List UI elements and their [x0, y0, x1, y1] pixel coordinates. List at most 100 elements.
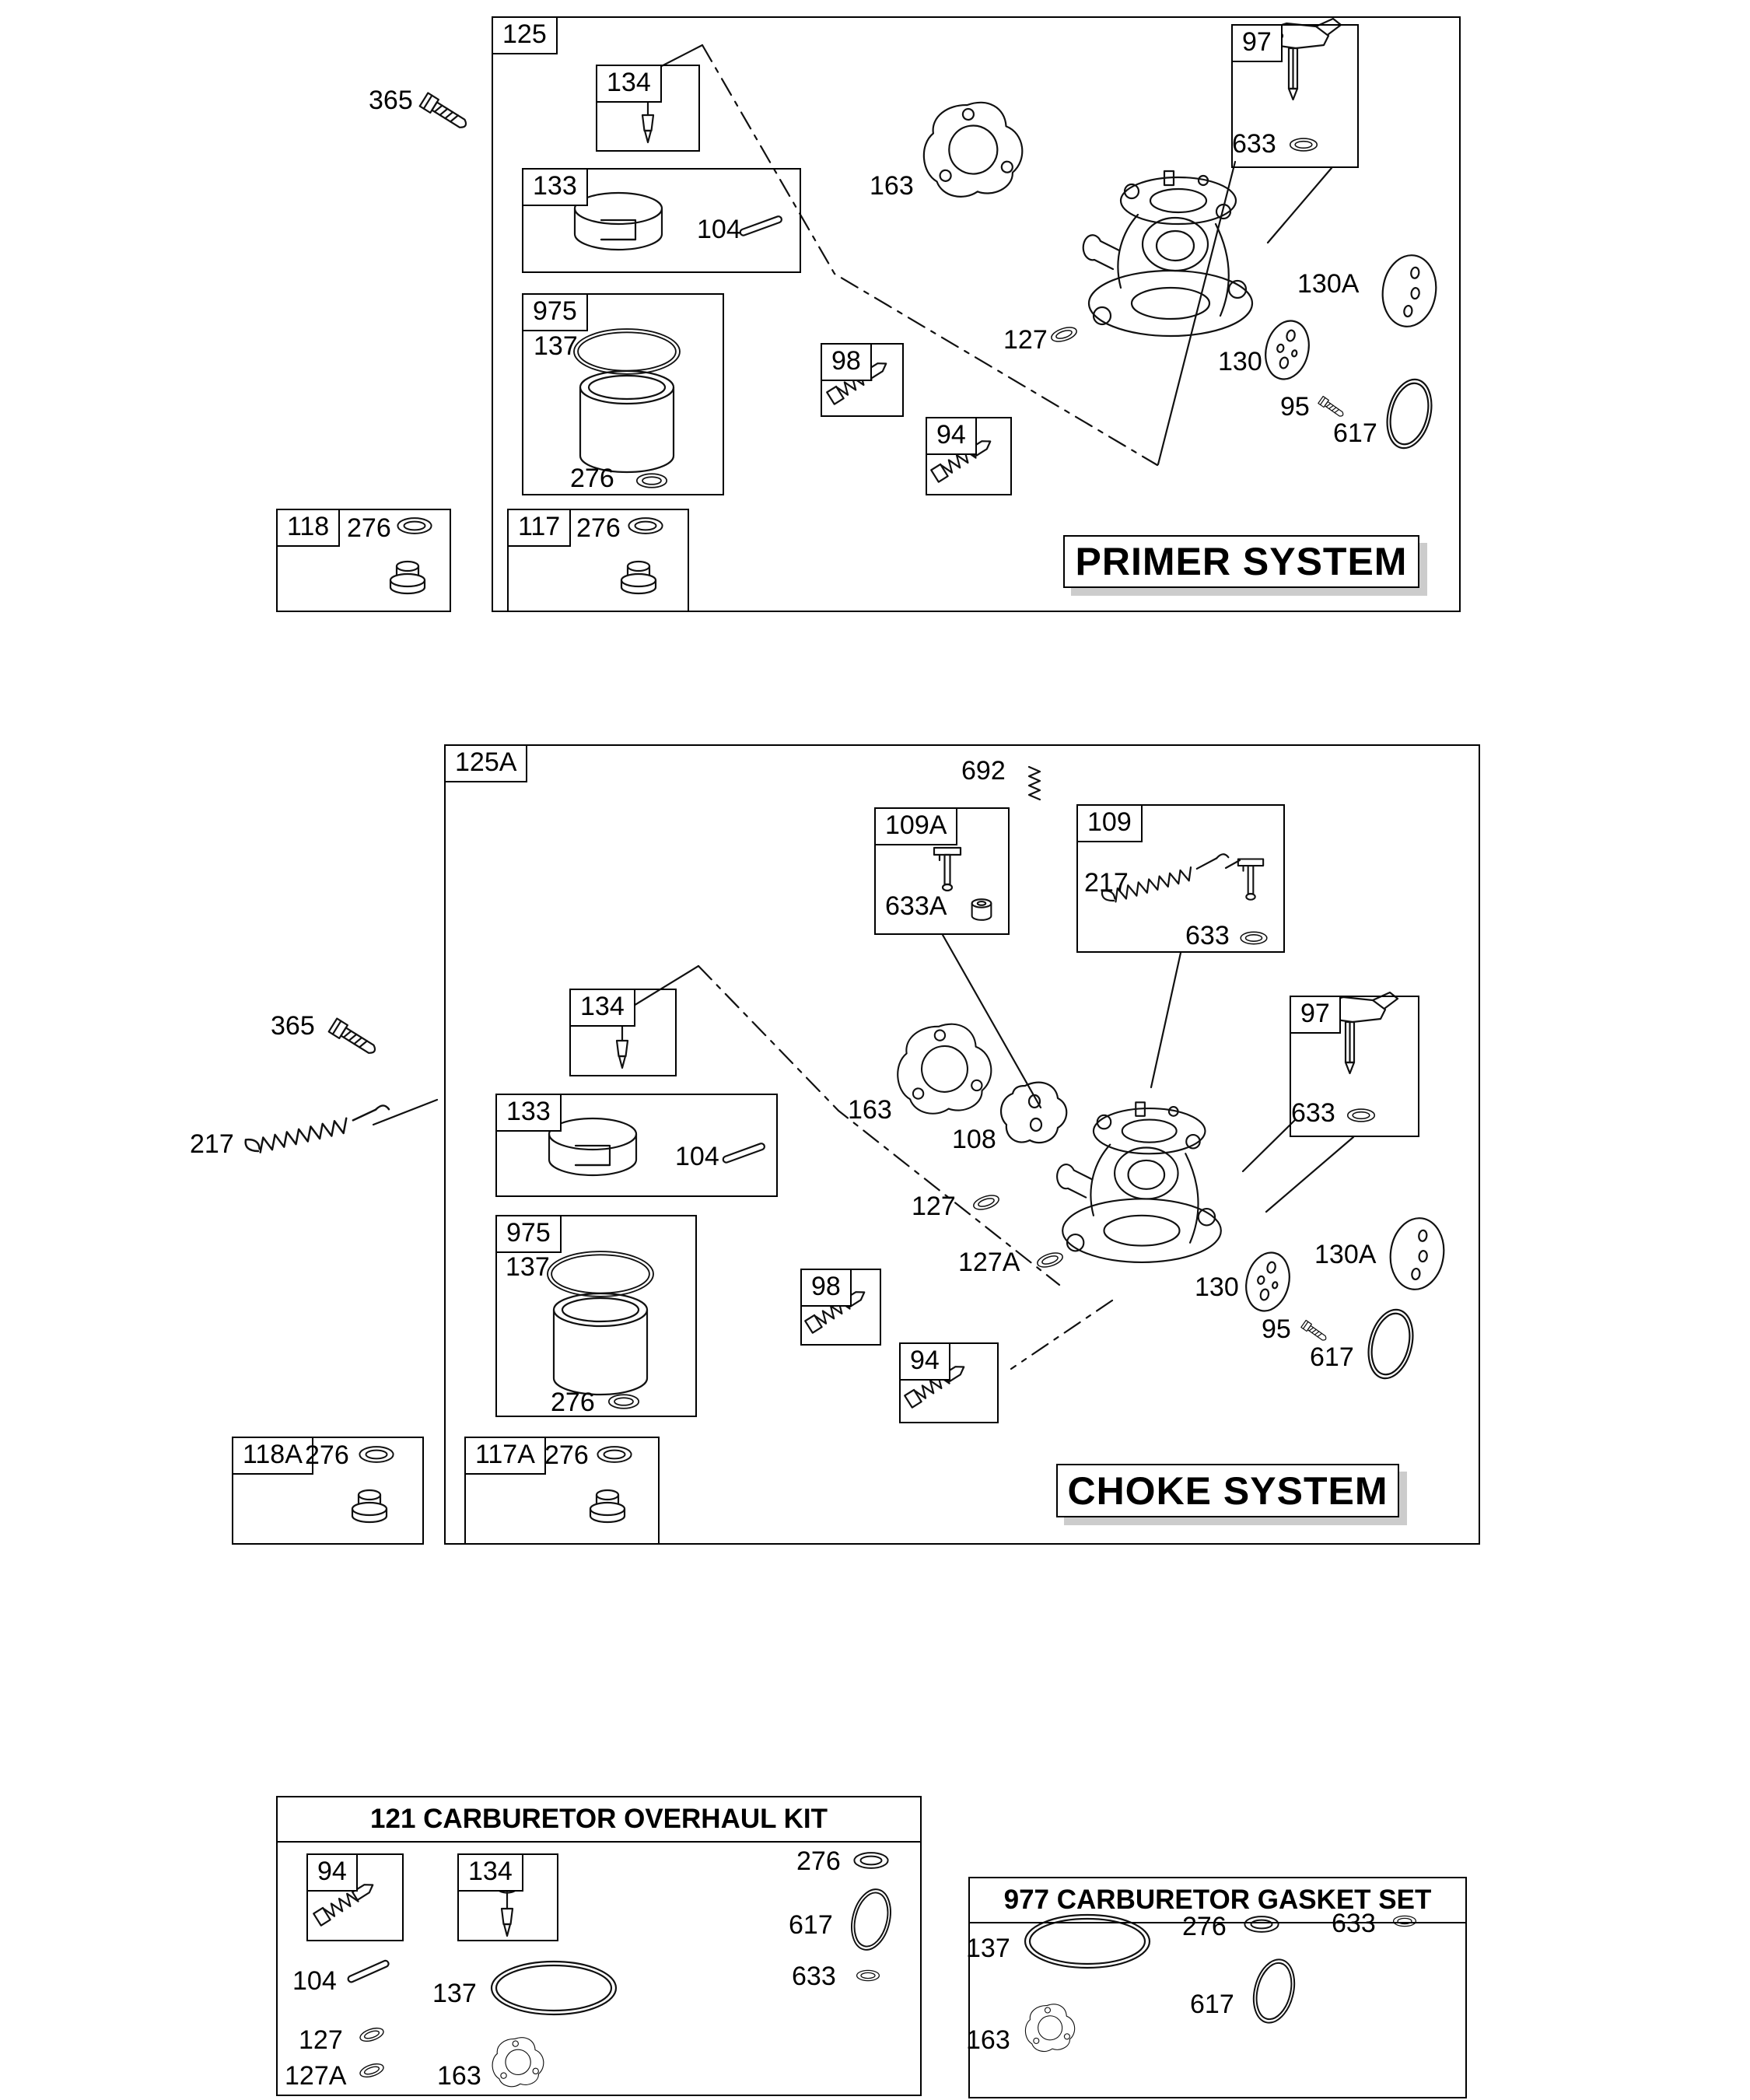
part-label-gasket_set-633: 633 [1332, 1909, 1376, 1938]
part-label-choke-130a: 130A [1314, 1240, 1377, 1269]
part-label-overhaul_kit-633: 633 [792, 1962, 836, 1991]
frame-gasket-set-title: 977 CARBURETOR GASKET SET [1003, 1885, 1432, 1915]
part-label-choke-276: 276 [544, 1440, 589, 1470]
box-118: 118 [276, 509, 451, 612]
part-label-overhaul_kit-163: 163 [437, 2061, 481, 2091]
part-label-gasket_set-617: 617 [1190, 1990, 1234, 2019]
part-label-choke-692: 692 [961, 756, 1006, 786]
part-label-primer-104: 104 [697, 215, 741, 244]
primer-system-title: PRIMER SYSTEM [1063, 535, 1419, 588]
choke-system-title: CHOKE SYSTEM [1056, 1464, 1399, 1517]
box-134-kit-id-label: 134 [457, 1853, 523, 1892]
frame-overhaul-kit-title: 121 CARBURETOR OVERHAUL KIT [370, 1804, 828, 1834]
frame-choke-system-id-label: 125A [444, 744, 528, 783]
box-133-primer-id-label: 133 [522, 168, 588, 207]
frame-primer-system-id-label: 125 [492, 16, 558, 55]
part-label-choke-276: 276 [305, 1440, 349, 1470]
part-label-primer-137: 137 [534, 331, 578, 361]
part-label-choke-130: 130 [1195, 1272, 1239, 1302]
box-117: 117 [507, 509, 689, 612]
part-label-primer-633: 633 [1232, 129, 1276, 159]
box-109: 109 [1076, 804, 1285, 953]
part-label-gasket_set-163: 163 [966, 2025, 1010, 2055]
box-118A: 118A [232, 1437, 424, 1545]
box-134-kit: 134 [457, 1853, 558, 1941]
box-98-choke-id-label: 98 [800, 1269, 852, 1307]
part-label-primer-130a: 130A [1297, 269, 1360, 299]
box-117A: 117A [464, 1437, 660, 1545]
part-label-choke-633: 633 [1185, 921, 1230, 950]
box-117A-id-label: 117A [464, 1437, 546, 1475]
part-label-primer-130: 130 [1218, 347, 1262, 376]
box-109A-id-label: 109A [874, 807, 958, 846]
part-label-gasket_set-276: 276 [1182, 1912, 1227, 1941]
box-118A-id-label: 118A [232, 1437, 313, 1475]
part-label-primer-127: 127 [1003, 325, 1048, 355]
part-label-choke-163: 163 [848, 1095, 892, 1125]
box-97-choke: 97 [1290, 996, 1419, 1137]
box-94-primer-id-label: 94 [926, 417, 977, 456]
frame-gasket-set-title-rule [970, 1922, 1465, 1923]
part-label-primer-95: 95 [1280, 392, 1310, 422]
part-label-choke-127: 127 [912, 1192, 956, 1221]
box-98-primer: 98 [821, 343, 904, 417]
part-label-choke-633: 633 [1291, 1098, 1335, 1128]
part-label-choke-617: 617 [1310, 1342, 1354, 1372]
box-97-choke-id-label: 97 [1290, 996, 1341, 1034]
part-label-overhaul_kit-104: 104 [292, 1966, 337, 1996]
part-label-choke-137: 137 [506, 1252, 550, 1282]
box-98-choke: 98 [800, 1269, 881, 1346]
part-label-choke-108: 108 [952, 1125, 996, 1154]
part-label-choke-104: 104 [675, 1142, 719, 1171]
box-117-id-label: 117 [507, 509, 572, 548]
frame-choke-system: 125A [444, 744, 1480, 1545]
box-97-primer: 97 [1231, 24, 1359, 168]
part-label-primer-617: 617 [1333, 418, 1377, 448]
part-label-overhaul_kit-127a: 127A [285, 2061, 347, 2091]
box-118-id-label: 118 [276, 509, 341, 548]
part-label-choke-127a: 127A [958, 1248, 1020, 1277]
box-975-primer: 975 [522, 293, 724, 495]
box-975-choke-id-label: 975 [495, 1215, 562, 1254]
part-label-choke-95: 95 [1262, 1314, 1291, 1344]
part-label-primer-276: 276 [576, 513, 621, 543]
box-97-primer-id-label: 97 [1231, 24, 1283, 63]
part-label-overhaul_kit-137: 137 [432, 1979, 477, 2008]
primer-art [389, 17, 1442, 595]
part-label-overhaul_kit-617: 617 [789, 1910, 833, 1940]
box-94-kit: 94 [306, 1853, 404, 1941]
box-98-primer-id-label: 98 [821, 343, 872, 382]
frame-overhaul-kit-title-rule [278, 1841, 920, 1843]
frame-gasket-set: 977 CARBURETOR GASKET SET [968, 1877, 1467, 2098]
box-133-primer: 133 [522, 168, 801, 273]
part-label-choke-217: 217 [190, 1129, 234, 1159]
part-label-primer-276: 276 [347, 513, 391, 543]
part-label-overhaul_kit-127: 127 [299, 2025, 343, 2055]
part-label-primer-365: 365 [369, 86, 413, 115]
box-134-choke: 134 [569, 989, 677, 1076]
part-label-choke-276: 276 [551, 1388, 595, 1417]
box-134-primer-id-label: 134 [596, 65, 662, 103]
box-134-primer: 134 [596, 65, 700, 152]
part-label-choke-633a: 633A [885, 891, 947, 921]
part-label-gasket_set-137: 137 [966, 1934, 1010, 1963]
box-133-choke-id-label: 133 [495, 1094, 562, 1132]
frame-primer-system: 125 [492, 16, 1461, 612]
part-label-primer-163: 163 [870, 171, 914, 201]
box-134-choke-id-label: 134 [569, 989, 635, 1027]
part-label-choke-217: 217 [1084, 868, 1129, 898]
box-133-choke: 133 [495, 1094, 778, 1197]
part-label-primer-276: 276 [570, 464, 614, 493]
box-94-primer: 94 [926, 417, 1012, 495]
box-975-choke: 975 [495, 1215, 697, 1417]
frame-overhaul-kit: 121 CARBURETOR OVERHAUL KIT [276, 1796, 922, 2096]
box-94-choke-id-label: 94 [899, 1342, 950, 1381]
box-94-choke: 94 [899, 1342, 999, 1423]
box-975-primer-id-label: 975 [522, 293, 588, 332]
part-label-choke-365: 365 [271, 1011, 315, 1041]
part-label-overhaul_kit-276: 276 [796, 1846, 841, 1876]
box-109-id-label: 109 [1076, 804, 1143, 843]
box-109A: 109A [874, 807, 1010, 935]
